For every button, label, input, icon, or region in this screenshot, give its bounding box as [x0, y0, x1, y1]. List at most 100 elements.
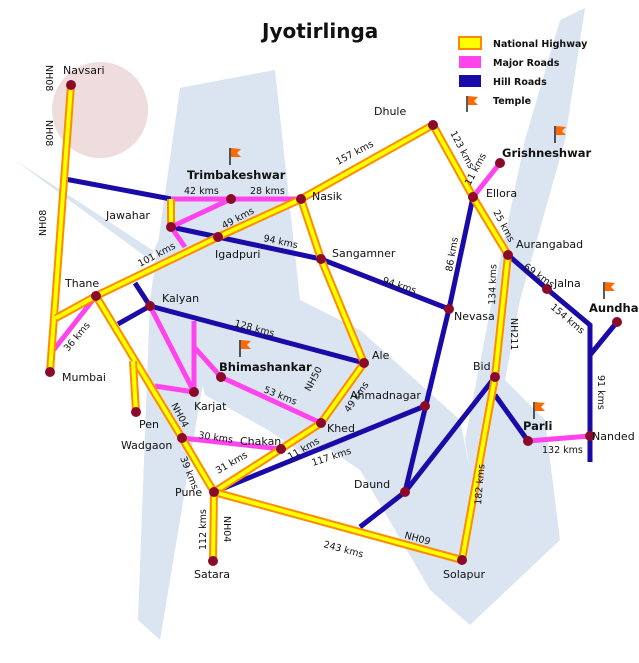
city-label-satara: Satara	[194, 568, 230, 581]
city-label-kalyan: Kalyan	[162, 292, 199, 305]
hill-road	[116, 303, 152, 327]
temple-label-trimbakeshwar: Trimbakeshwar	[187, 168, 286, 182]
hill-road	[149, 303, 365, 366]
major-road	[154, 383, 195, 395]
national-highway-center	[212, 198, 366, 494]
city-marker[interactable]	[189, 387, 199, 397]
city-marker[interactable]	[468, 192, 478, 202]
city-marker[interactable]	[131, 407, 141, 417]
city-label-khed: Khed	[327, 422, 355, 435]
distance-label: 132 kms	[542, 445, 583, 456]
city-label-nanded: Nanded	[592, 430, 635, 443]
city-marker[interactable]	[213, 232, 223, 242]
city-label-chakan: Chakan	[240, 435, 281, 448]
city-label-jawahar: Jawahar	[105, 209, 150, 222]
legend-label-hill: Hill Roads	[493, 77, 547, 88]
highway-name-label: NH08	[43, 120, 54, 146]
city-label-navsari: Navsari	[63, 64, 105, 77]
city-marker[interactable]	[503, 250, 513, 260]
hill-road	[64, 176, 172, 202]
city-marker[interactable]	[359, 358, 369, 368]
temple-label-grishneshwar: Grishneshwar	[502, 146, 591, 160]
city-label-nasik: Nasik	[312, 190, 343, 203]
city-marker[interactable]	[208, 556, 218, 566]
city-marker[interactable]	[296, 194, 306, 204]
temple-marker[interactable]	[523, 436, 533, 446]
temple-marker[interactable]	[216, 372, 226, 382]
city-label-pen: Pen	[139, 418, 159, 431]
city-marker[interactable]	[428, 120, 438, 130]
city-label-daund: Daund	[354, 478, 390, 491]
city-marker[interactable]	[316, 254, 326, 264]
hill-road	[588, 320, 619, 357]
city-marker[interactable]	[276, 444, 286, 454]
flag-icon	[603, 282, 615, 299]
hill-road	[170, 224, 450, 312]
legend-label-highway: National Highway	[493, 39, 588, 50]
city-marker[interactable]	[585, 431, 595, 441]
highway-name-label: NH211	[508, 318, 519, 350]
city-marker[interactable]	[91, 291, 101, 301]
distance-label: 94 kms	[381, 275, 418, 296]
city-label-pune: Pune	[175, 486, 202, 499]
city-marker[interactable]	[420, 401, 430, 411]
flag-icon	[239, 340, 251, 357]
city-label-bid: Bid	[473, 360, 491, 373]
city-label-ellora: Ellora	[486, 187, 517, 200]
city-marker[interactable]	[66, 80, 76, 90]
distance-label: 91 kms	[595, 375, 606, 410]
hill-road	[403, 375, 497, 494]
region-shape	[15, 8, 585, 625]
legend-swatch-highway	[458, 36, 482, 50]
highway-name-label: NH04	[221, 516, 232, 542]
city-label-thane: Thane	[64, 277, 99, 290]
hill-road	[358, 196, 476, 529]
temple-label-parli: Parli	[523, 419, 552, 433]
city-marker[interactable]	[316, 418, 326, 428]
city-label-karjat: Karjat	[194, 400, 227, 413]
legend-label-temple: Temple	[493, 96, 531, 107]
hill-road	[492, 393, 531, 443]
city-marker[interactable]	[177, 433, 187, 443]
temple-label-bhimashankar: Bhimashankar	[219, 360, 312, 374]
distance-label: 182 kms	[473, 464, 488, 506]
map-title: Jyotirlinga	[260, 19, 378, 43]
city-marker[interactable]	[166, 222, 176, 232]
temple-marker[interactable]	[495, 158, 505, 168]
city-marker[interactable]	[45, 367, 55, 377]
highway-name-label: NH08	[43, 65, 54, 91]
distance-label: 112 kms	[198, 509, 209, 550]
major-road	[181, 435, 282, 452]
city-marker[interactable]	[542, 284, 552, 294]
flag-icon	[554, 126, 566, 143]
city-label-aurangabad: Aurangabad	[516, 238, 583, 251]
legend-label-major: Major Roads	[493, 58, 560, 69]
legend: Jyotirlinga National Highway Major Roads…	[260, 19, 588, 112]
national-highway-center	[94, 294, 216, 562]
city-label-ale: Ale	[372, 349, 390, 362]
city-marker[interactable]	[145, 301, 155, 311]
distance-label: 134 kms	[487, 264, 499, 305]
flag-icon	[533, 402, 545, 419]
legend-swatch-major	[459, 56, 481, 68]
national-highway-center	[213, 490, 463, 562]
national-highway-center	[48, 84, 73, 373]
flag-icon	[466, 96, 478, 112]
city-marker[interactable]	[490, 372, 500, 382]
city-marker[interactable]	[400, 487, 410, 497]
city-marker[interactable]	[457, 555, 467, 565]
hill-road	[506, 253, 593, 462]
major-road	[169, 196, 233, 230]
temple-marker[interactable]	[612, 317, 622, 327]
distance-label: 28 kms	[250, 186, 285, 197]
temple-marker[interactable]	[226, 194, 236, 204]
city-label-igadpuri: Igadpuri	[215, 248, 260, 261]
city-marker[interactable]	[209, 487, 219, 497]
major-road	[471, 161, 502, 199]
city-marker[interactable]	[444, 304, 454, 314]
national-highway-center	[131, 360, 138, 413]
distance-label: 42 kms	[184, 186, 219, 197]
major-road	[147, 304, 197, 394]
city-label-dhule: Dhule	[374, 105, 406, 118]
city-label-jalna: Jalna	[553, 277, 581, 290]
